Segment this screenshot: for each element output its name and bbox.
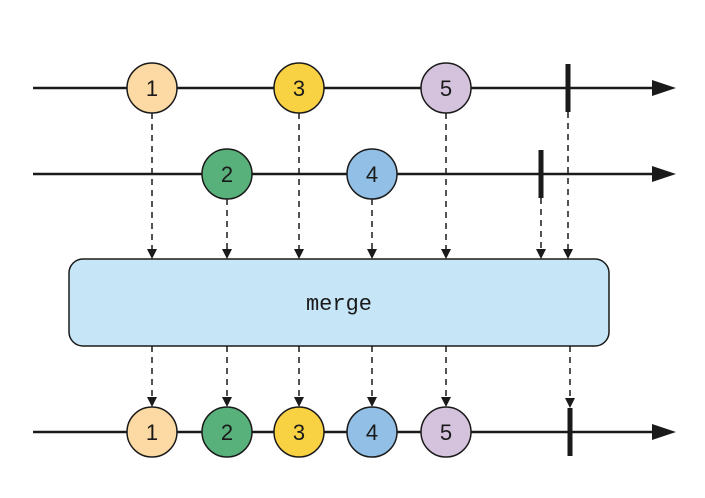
input-stream-2-marble-circle	[346, 148, 398, 200]
input-stream-2-marble-label: 2	[221, 162, 233, 187]
input-stream-1-marble-circle	[420, 62, 472, 114]
output-stream-marble: 2	[201, 406, 253, 458]
output-stream-marble-label: 2	[221, 420, 233, 445]
input-stream-1-marble: 5	[420, 62, 472, 114]
input-stream-1-marble: 3	[273, 62, 325, 114]
output-stream-marble-circle	[346, 406, 398, 458]
input-stream-2-arrowhead	[652, 166, 676, 182]
merge-operator-box	[68, 258, 610, 347]
output-stream-marble-label: 3	[293, 420, 305, 445]
output-stream-marble-circle	[126, 406, 178, 458]
input-stream-2-marble: 2	[201, 148, 253, 200]
input-stream-1-marble-circle	[126, 62, 178, 114]
connector-layer	[147, 112, 575, 408]
input-stream-1-arrowhead	[652, 80, 676, 96]
output-stream: 1 2 3 4 5	[33, 406, 676, 458]
merge-operator: merge	[68, 258, 610, 347]
output-stream-arrowhead	[652, 424, 676, 440]
output-stream-marble-circle	[201, 406, 253, 458]
input-stream-1-marble-label: 5	[440, 76, 452, 101]
output-stream-marble: 3	[273, 406, 325, 458]
input-stream-1-marble-circle	[273, 62, 325, 114]
output-stream-marble-circle	[273, 406, 325, 458]
output-stream-marble: 1	[126, 406, 178, 458]
input-stream-2-marble-circle	[201, 148, 253, 200]
output-stream-marble-label: 5	[440, 420, 452, 445]
output-stream-marble: 5	[420, 406, 472, 458]
merge-operator-label: merge	[306, 292, 372, 317]
input-stream-1-marble: 1	[126, 62, 178, 114]
input-stream-1-marble-label: 3	[293, 76, 305, 101]
output-stream-marble-circle	[420, 406, 472, 458]
input-stream-1: 1 3 5	[33, 62, 676, 114]
output-stream-marble-label: 1	[146, 420, 158, 445]
output-stream-marble-label: 4	[366, 420, 378, 445]
input-stream-2-marble: 4	[346, 148, 398, 200]
input-stream-2-marble-label: 4	[366, 162, 378, 187]
input-stream-1-marble-label: 1	[146, 76, 158, 101]
output-stream-marble: 4	[346, 406, 398, 458]
